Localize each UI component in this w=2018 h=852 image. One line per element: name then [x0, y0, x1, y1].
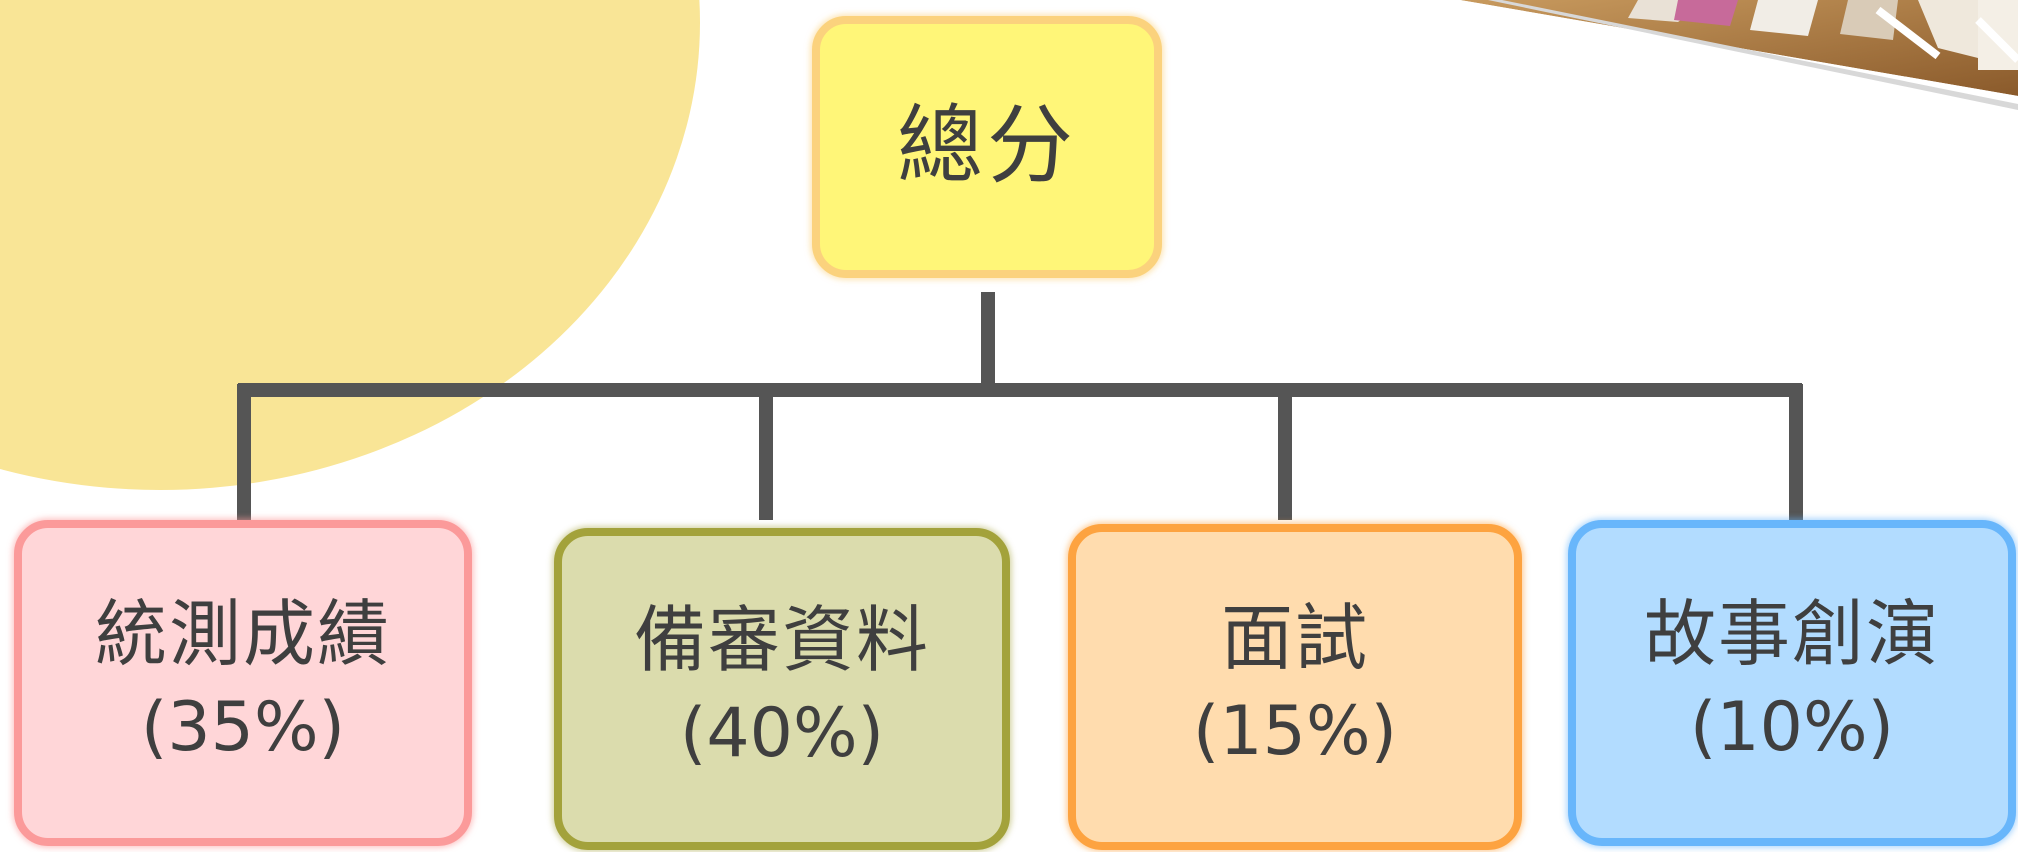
child-percent-2: (40%): [679, 693, 885, 773]
child-percent-4: (10%): [1689, 687, 1895, 767]
child-label-3: 面試: [1220, 595, 1369, 680]
root-node: 總分: [812, 16, 1162, 278]
classroom-photo: [1378, 0, 2018, 130]
child-node-2: 備審資料 (40%): [554, 528, 1010, 850]
child-percent-3: (15%): [1192, 691, 1398, 771]
child-label-4: 故事創演: [1643, 591, 1940, 676]
child-node-3: 面試 (15%): [1068, 524, 1522, 850]
child-node-4: 故事創演 (10%): [1568, 520, 2016, 846]
root-label: 總分: [897, 96, 1077, 197]
child-percent-1: (35%): [140, 687, 346, 767]
child-label-2: 備審資料: [633, 597, 930, 682]
child-node-1: 統測成績 (35%): [14, 520, 472, 846]
child-label-1: 統測成績: [94, 591, 391, 676]
